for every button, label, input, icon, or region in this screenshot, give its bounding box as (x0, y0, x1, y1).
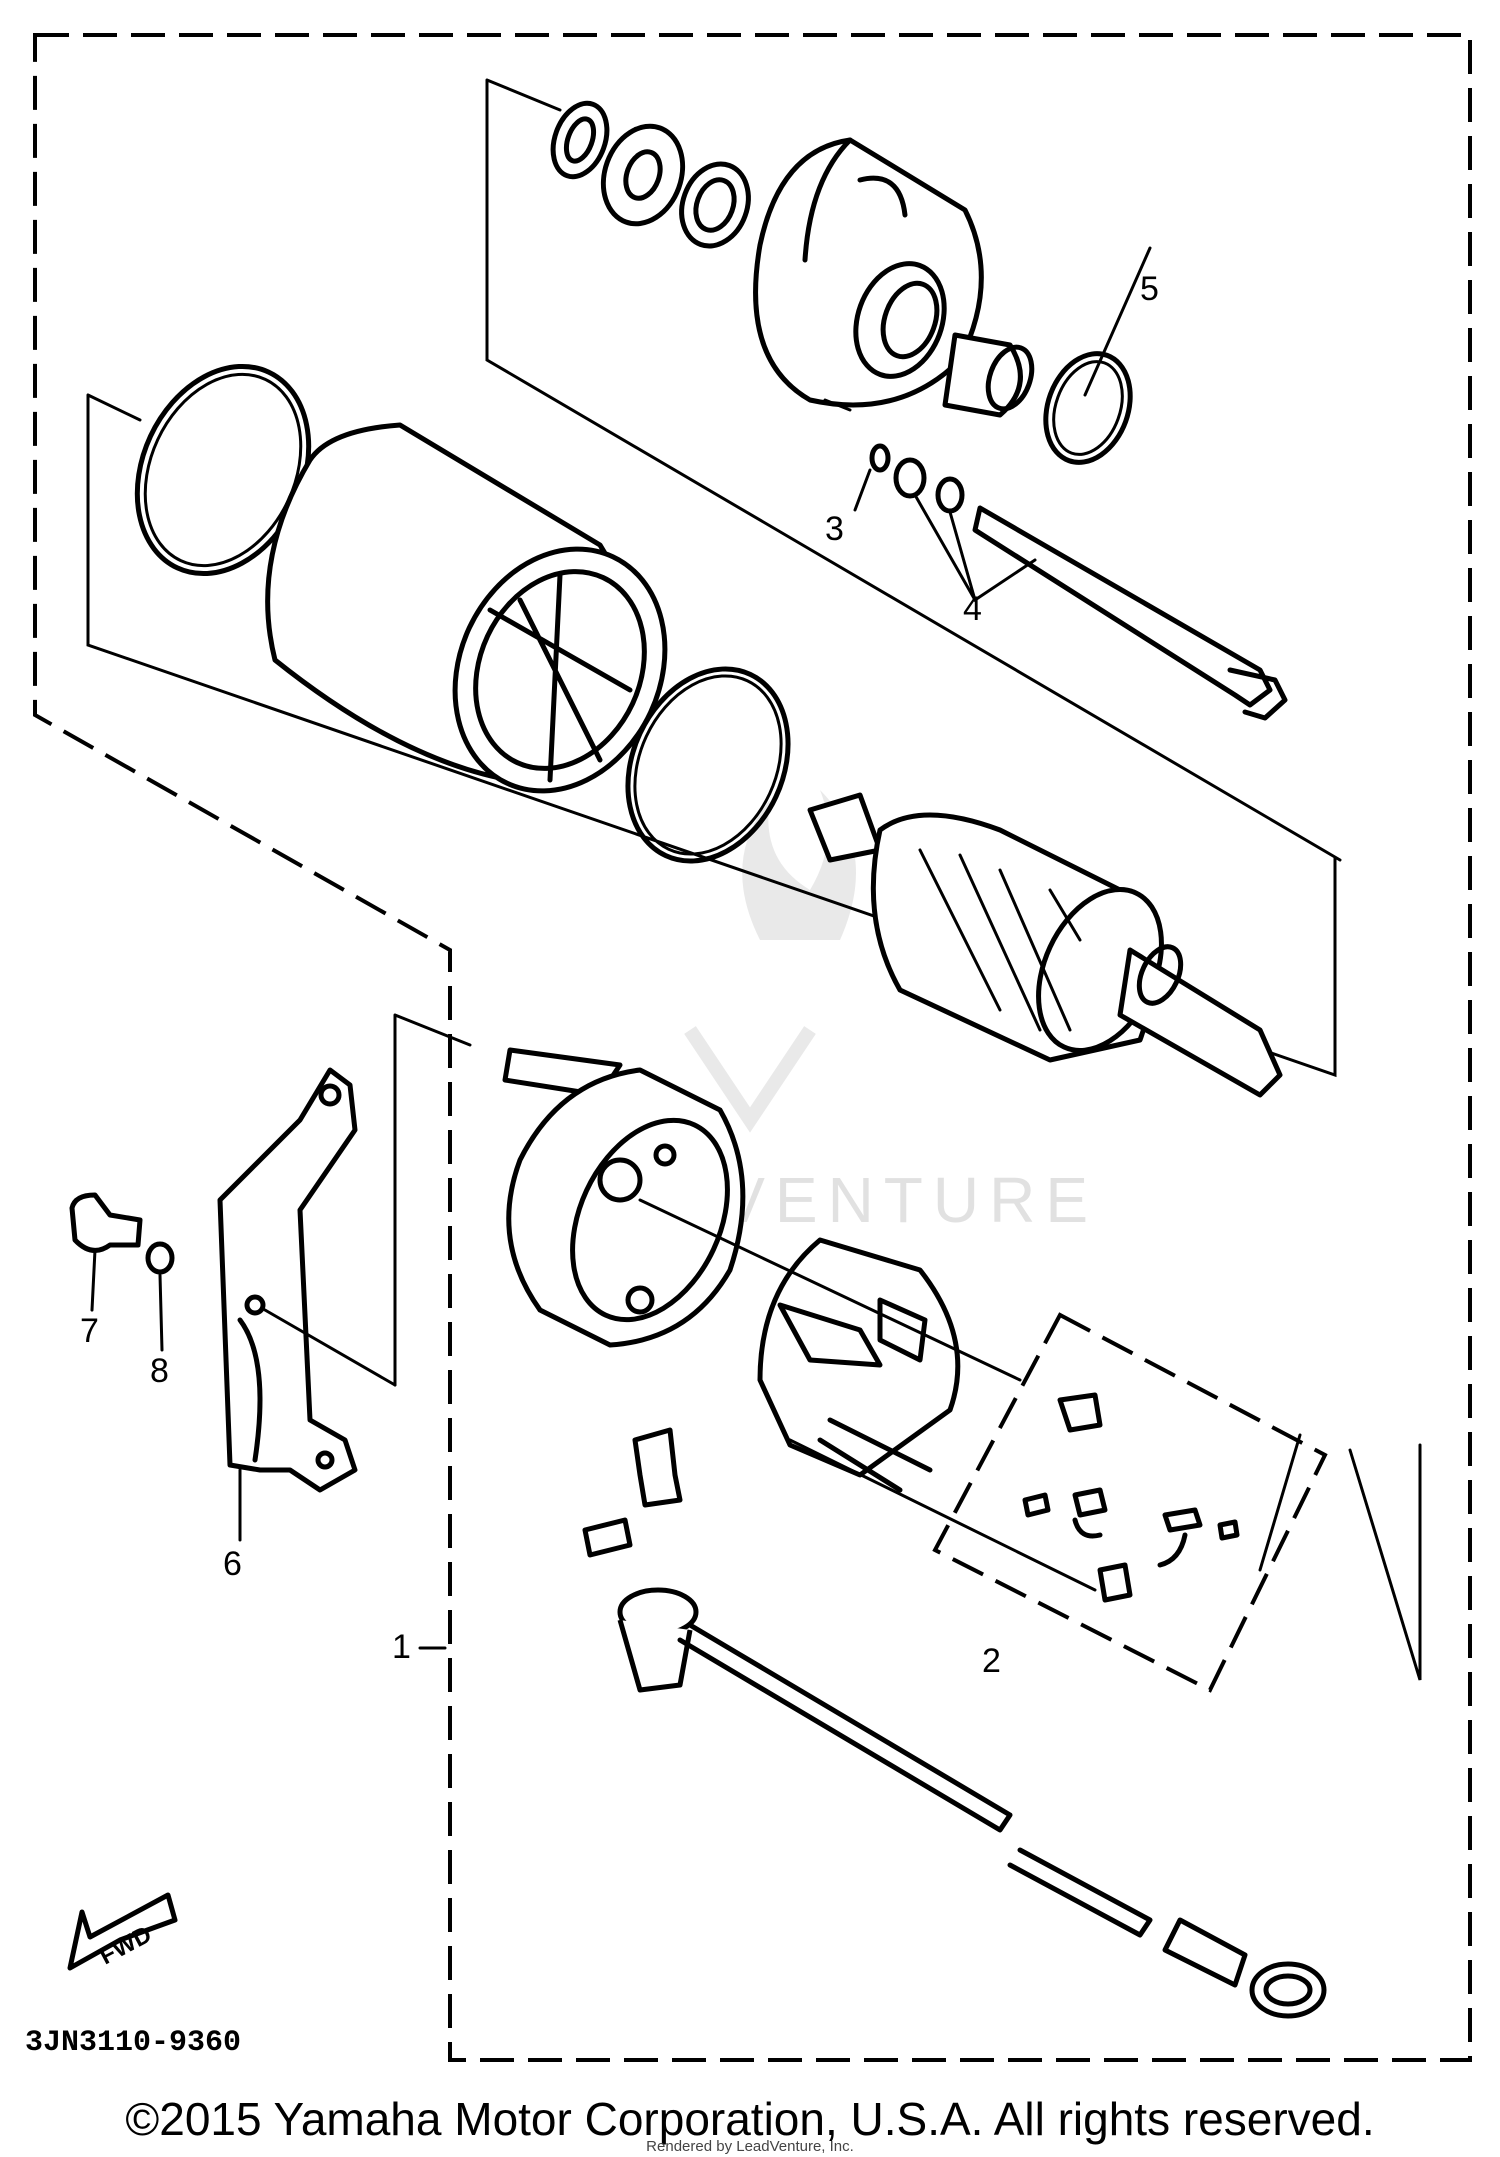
part-reference-code: 3JN3110-9360 (25, 2026, 241, 2060)
brush-group-leader (1258, 1433, 1302, 1572)
callout-4: 4 (963, 590, 982, 628)
rear-cover-frame (393, 1013, 1422, 1681)
callout-5: 5 (1140, 270, 1159, 308)
brush-kit-group (1022, 1392, 1240, 1603)
rendered-by-credit: Rendered by LeadVenture, Inc. (646, 2138, 854, 2155)
callout-6: 6 (223, 1545, 242, 1583)
callout-2: 2 (982, 1642, 1001, 1680)
bracket-group (69, 1067, 397, 1493)
fwd-direction-badge: FWD (67, 1892, 178, 1971)
front-cover-group (550, 100, 1288, 721)
brush-kit-boundary (932, 1312, 1328, 1693)
lead-wire (617, 1587, 1327, 2019)
assembly-boundary (33, 33, 1472, 2062)
copyright-notice: ©2015 Yamaha Motor Corporation, U.S.A. A… (125, 2093, 1375, 2145)
callout-8: 8 (150, 1352, 169, 1390)
callout-3: 3 (825, 510, 844, 548)
callout-7: 7 (80, 1312, 99, 1350)
yoke-group (134, 363, 791, 864)
callout-1: 1 (392, 1628, 411, 1666)
front-cover-frame (485, 78, 1342, 862)
armature (807, 792, 1283, 1098)
rear-cover-group (502, 1047, 1097, 1592)
